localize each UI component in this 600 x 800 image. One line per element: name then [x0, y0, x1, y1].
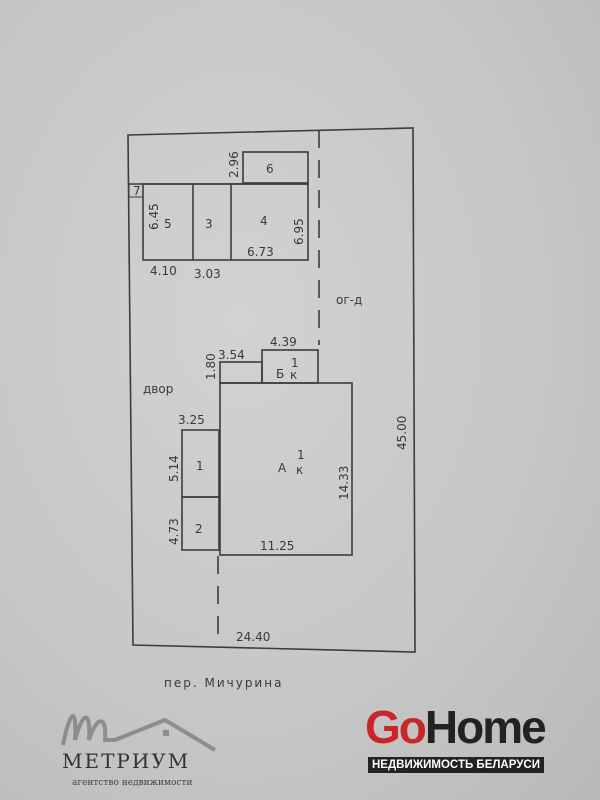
outbuilding-row-outline	[142, 183, 309, 261]
building-a-outline	[219, 382, 353, 556]
dim-24-40: 24.40	[236, 630, 270, 644]
room-2-label: 2	[195, 522, 203, 536]
room-1-label: 1	[196, 459, 204, 473]
gohome-home: Home	[424, 701, 547, 753]
annex-outline	[219, 361, 263, 384]
metrium-tagline: агентство недвижимости	[72, 778, 193, 788]
dim-6-45: 6.45	[147, 203, 161, 230]
room-4-label: 4	[260, 214, 268, 228]
building-a-letter: А	[278, 461, 287, 475]
street-label: пер. Мичурина	[164, 676, 283, 690]
room-6-label: 6	[266, 162, 274, 176]
dim-3-25: 3.25	[178, 413, 205, 427]
plot-boundary	[127, 127, 416, 653]
room-5-label: 5	[164, 217, 172, 231]
dim-14-33: 14.33	[337, 466, 351, 500]
dim-6-73: 6.73	[247, 245, 274, 259]
room-3-label: 3	[205, 217, 213, 231]
metrium-logo-text: МЕТРИУМ	[62, 749, 191, 773]
gohome-tagline: НЕДВИЖИМОСТЬ БЕЛАРУСИ	[368, 757, 544, 773]
room-7-outline	[128, 183, 144, 198]
dim-3-54: 3.54	[218, 348, 245, 362]
dim-4-73: 4.73	[167, 518, 181, 545]
dim-11-25: 11.25	[260, 539, 294, 553]
garden-label: ог-д	[336, 293, 362, 307]
room-7-label: 7	[133, 184, 141, 198]
building-b-sub: к	[290, 368, 297, 382]
dim-2-96: 2.96	[227, 151, 241, 178]
dim-4-39: 4.39	[270, 335, 297, 349]
dim-6-95: 6.95	[292, 218, 306, 245]
building-b-letter: Б	[276, 367, 284, 381]
yard-label: двор	[143, 382, 173, 396]
dim-1-80: 1.80	[204, 353, 218, 380]
metrium-logo-mark	[61, 714, 217, 752]
room-2-outline	[181, 496, 220, 551]
gohome-go: Go	[365, 701, 427, 753]
dim-3-03: 3.03	[194, 267, 221, 281]
building-b-sup: 1	[291, 356, 299, 370]
dim-5-14: 5.14	[167, 455, 181, 482]
building-a-sub: к	[296, 463, 303, 477]
building-a-sup: 1	[297, 448, 305, 462]
gohome-logo: GoHome	[365, 701, 547, 753]
dim-4-10: 4.10	[150, 264, 177, 278]
dim-45-00: 45.00	[395, 416, 409, 450]
room-6-outline	[242, 151, 309, 184]
